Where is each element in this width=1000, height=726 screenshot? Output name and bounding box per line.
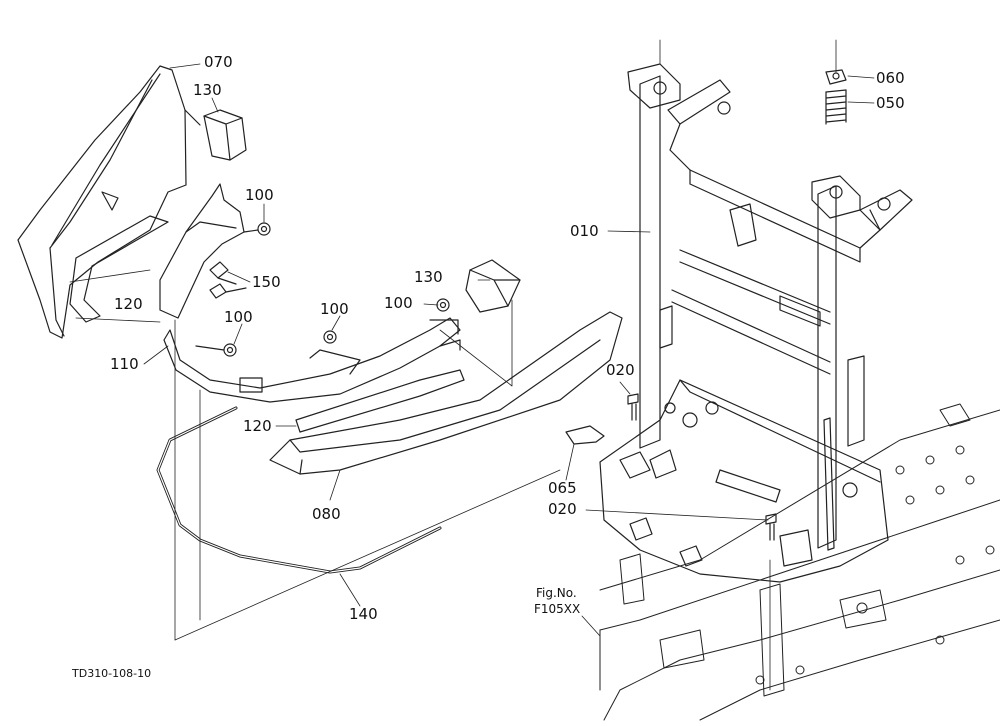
nut-100-d bbox=[195, 343, 237, 357]
label-070: 070 bbox=[204, 53, 233, 71]
cushion-130-top bbox=[203, 109, 247, 161]
bracket-assembly bbox=[159, 183, 247, 319]
nut-100-c bbox=[436, 298, 450, 312]
nut-100-a bbox=[243, 222, 271, 236]
label-120-left: 120 bbox=[114, 295, 143, 313]
label-010: 010 bbox=[570, 222, 599, 240]
label-130-top: 130 bbox=[193, 81, 222, 99]
drawing-code: TD310-108-10 bbox=[72, 667, 152, 680]
bumper-080 bbox=[269, 311, 623, 475]
label-100-a: 100 bbox=[245, 186, 274, 204]
label-110: 110 bbox=[110, 355, 139, 373]
label-140: 140 bbox=[349, 605, 378, 623]
cushion-130-right bbox=[465, 259, 521, 313]
front-frame-110 bbox=[163, 317, 461, 403]
plate-065 bbox=[565, 425, 605, 445]
spring-050 bbox=[825, 89, 847, 125]
side-panel-070 bbox=[17, 65, 201, 339]
bolt-020-top bbox=[627, 393, 639, 421]
label-060: 060 bbox=[876, 69, 905, 87]
nut-060 bbox=[825, 69, 847, 85]
chassis-background bbox=[599, 403, 1000, 721]
label-120-lower: 120 bbox=[243, 417, 272, 435]
label-100-b: 100 bbox=[320, 300, 349, 318]
label-100-c: 100 bbox=[384, 294, 413, 312]
label-080: 080 bbox=[312, 505, 341, 523]
label-130-right: 130 bbox=[414, 268, 443, 286]
label-100-d: 100 bbox=[224, 308, 253, 326]
strip-120-left bbox=[69, 215, 169, 323]
label-065: 065 bbox=[548, 479, 577, 497]
bolt-020-bottom bbox=[765, 513, 777, 541]
nut-100-b bbox=[323, 330, 337, 344]
label-050: 050 bbox=[876, 94, 905, 112]
label-020-top: 020 bbox=[606, 361, 635, 379]
label-020-bottom: 020 bbox=[548, 500, 577, 518]
frame-010 bbox=[599, 63, 913, 583]
leader-lines bbox=[143, 39, 875, 691]
label-150: 150 bbox=[252, 273, 281, 291]
figure-ref-number: F105XX bbox=[534, 602, 581, 616]
strip-120-lower bbox=[295, 369, 465, 433]
figure-ref-label: Fig.No. bbox=[536, 586, 577, 600]
reference-lines-left bbox=[69, 269, 561, 641]
